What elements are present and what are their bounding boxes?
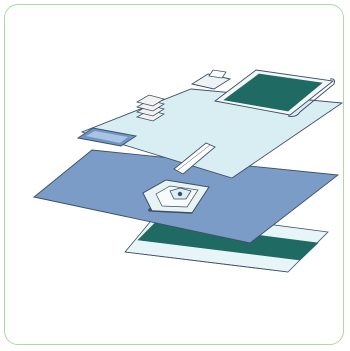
small-tape [192,70,230,89]
